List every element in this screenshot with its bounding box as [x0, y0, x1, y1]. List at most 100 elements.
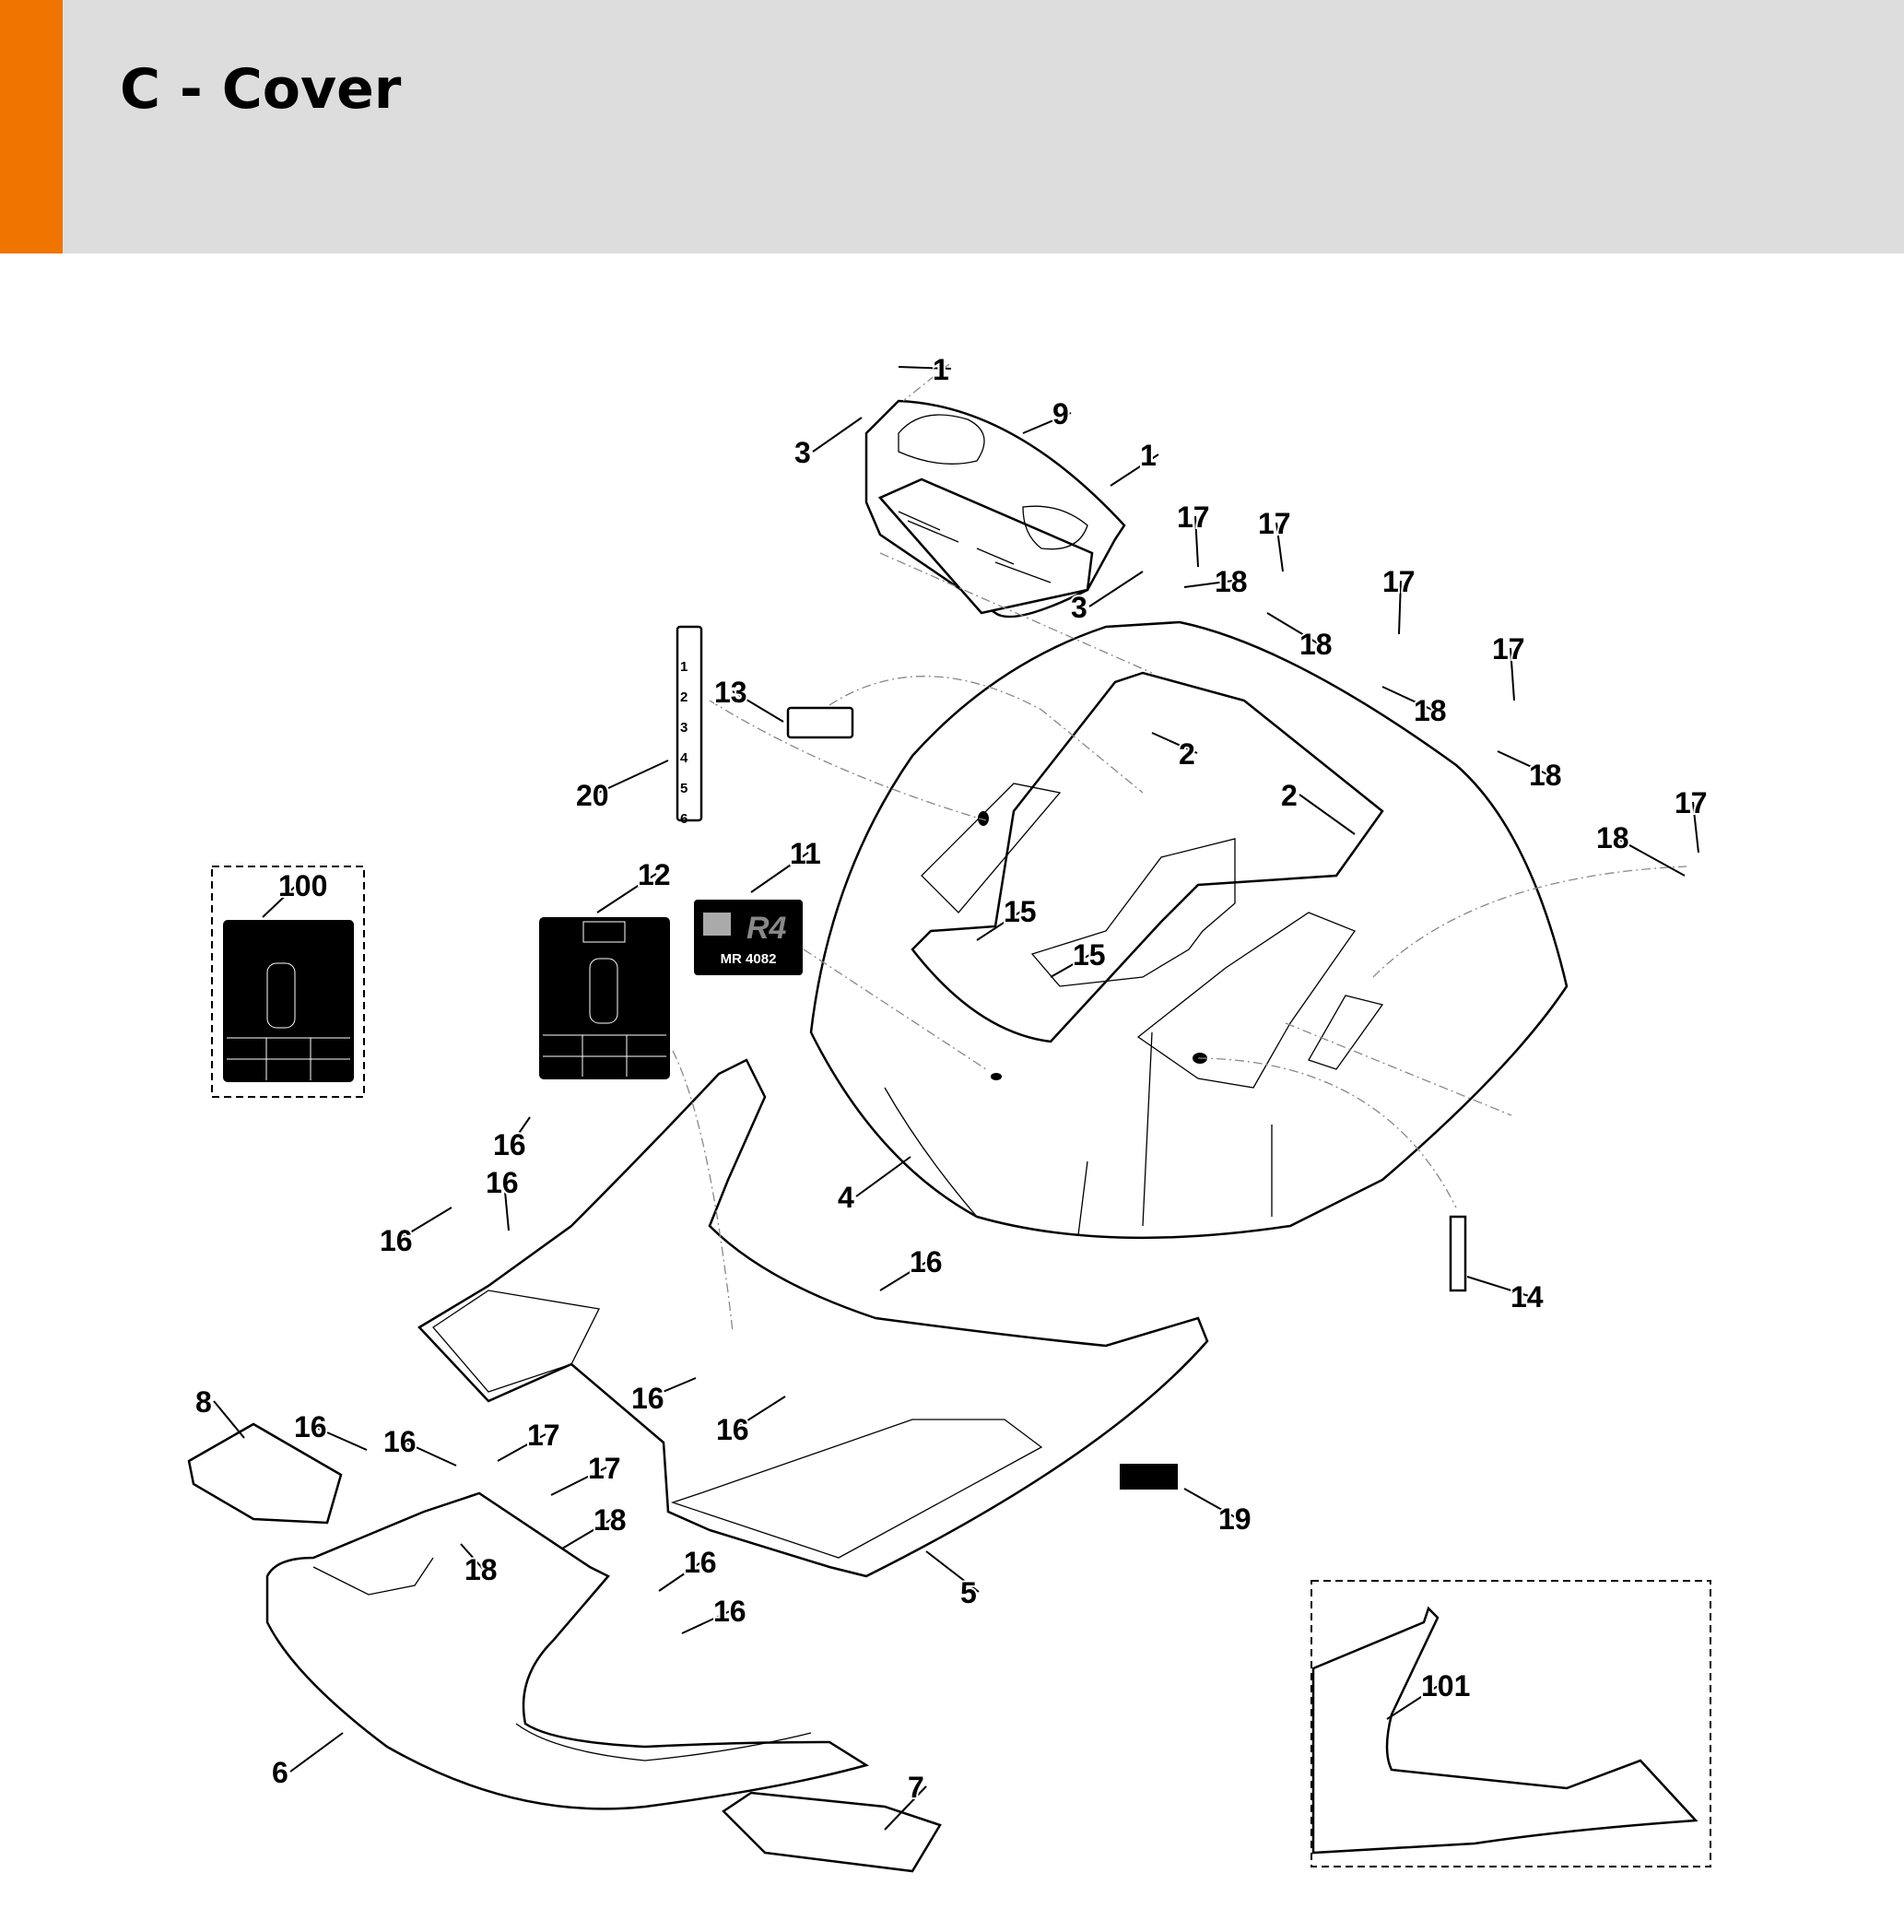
callout-label: 5 [960, 1576, 977, 1609]
part-hood [809, 620, 1569, 1240]
callout-label: 4 [838, 1181, 854, 1214]
page-title: C - Cover [120, 57, 402, 122]
callout-label: 16 [294, 1410, 327, 1443]
height-mark: 3 [680, 720, 688, 736]
callout-label: 100 [278, 869, 327, 902]
part-decal-14 [1449, 1215, 1467, 1292]
part-decal-13 [786, 706, 854, 739]
callout-label: 16 [486, 1166, 519, 1199]
header-band [0, 0, 1904, 253]
callout-leader [511, 1116, 531, 1145]
callout-label: 16 [631, 1382, 664, 1415]
callout-leader [649, 1377, 697, 1398]
callout-label: 15 [1004, 895, 1037, 928]
callout-leader [1466, 1276, 1530, 1297]
callout-leader [1275, 522, 1284, 572]
callout-label: 18 [594, 1503, 627, 1537]
callout-leader [976, 910, 1023, 941]
part-alt-cowl-101 [1310, 1580, 1711, 1867]
callout-label: 17 [527, 1419, 560, 1452]
callout-leader [1022, 412, 1072, 434]
part-floor-panel [417, 1058, 1209, 1578]
callout-label: 20 [576, 779, 609, 812]
callout-leader [812, 417, 863, 453]
callout-label: 3 [794, 436, 811, 469]
option-box-100 [211, 866, 365, 1098]
callout-leader [561, 1518, 613, 1549]
callout-leader [1183, 1488, 1238, 1519]
part-height-scale-decal: 1 2 3 4 5 6 [676, 625, 703, 827]
header-accent-bar [0, 0, 63, 253]
part-foot-mat-right [722, 1791, 942, 1873]
callout-leader [658, 1561, 703, 1592]
callout-label: 9 [1052, 397, 1069, 430]
callout-label: 17 [1492, 632, 1525, 666]
callout-leader [213, 1400, 245, 1439]
callout-label: 16 [493, 1128, 526, 1161]
callout-label: 1 [1140, 439, 1157, 472]
callout-label: 19 [1218, 1502, 1252, 1536]
callout-leader [1692, 801, 1699, 854]
part-control-decal-12 [539, 917, 670, 1079]
callout-label: 101 [1421, 1669, 1470, 1702]
callout-label: 17 [1258, 507, 1291, 540]
callout-leader [1398, 580, 1402, 635]
callout-leader [1266, 612, 1319, 644]
callout-leader [734, 1396, 786, 1430]
callout-leader [732, 690, 784, 723]
callout-leader [1510, 647, 1515, 701]
callout-leader [497, 1433, 547, 1462]
callout-label: 18 [1299, 628, 1333, 661]
part-foot-mat-left [187, 1422, 343, 1525]
height-mark: 4 [680, 750, 688, 766]
callout-label: 17 [588, 1452, 621, 1485]
callout-label: 18 [1596, 821, 1629, 854]
callout-leader [898, 366, 952, 370]
callout-label: 3 [1071, 591, 1087, 624]
callout-leader [401, 1440, 457, 1467]
part-seat-tray [864, 399, 1126, 618]
callout-leader [1088, 571, 1144, 607]
callout-label: 18 [1529, 759, 1562, 792]
callout-leader [550, 1467, 607, 1496]
callout-leader [1194, 515, 1199, 568]
height-mark: 1 [680, 659, 688, 675]
callout-leader [925, 1550, 980, 1593]
callout-label: 17 [1177, 501, 1210, 534]
callout-leader [1050, 953, 1092, 978]
callout-label: 16 [716, 1413, 749, 1446]
callout-leader [884, 1785, 927, 1831]
height-mark: 2 [680, 689, 688, 705]
callout-leader [879, 1260, 929, 1291]
callout-leader [289, 1732, 344, 1773]
part-front-cowl [265, 1491, 870, 1810]
callout-label: 18 [1215, 565, 1248, 598]
callout-label: 15 [1073, 938, 1106, 972]
part-decal-19 [1120, 1464, 1178, 1490]
callout-leader [681, 1609, 733, 1634]
callout-leader [1497, 750, 1548, 775]
callout-leader [503, 1181, 510, 1231]
callout-leader [855, 1156, 911, 1197]
callout-label: 8 [195, 1385, 212, 1419]
callout-leader [397, 1207, 452, 1241]
callout-label: 11 [790, 837, 821, 870]
callout-label: 2 [1281, 779, 1298, 812]
part-model-badge: R4 MR 4082 [694, 900, 803, 975]
height-mark: 6 [680, 811, 688, 827]
callout-label: 16 [383, 1425, 417, 1458]
callout-leader [311, 1425, 368, 1451]
callout-label: 13 [714, 676, 747, 709]
svg-text:R4: R4 [746, 911, 787, 946]
callout-label: 1 [933, 353, 949, 386]
callout-label: 16 [713, 1595, 746, 1628]
svg-text:MR 4082: MR 4082 [721, 951, 777, 967]
callout-leader [596, 873, 657, 913]
callout-leader [750, 852, 809, 893]
callout-leader [262, 884, 298, 918]
callout-leader [1151, 732, 1198, 754]
callout-label: 16 [380, 1224, 413, 1257]
option-box-101 [1310, 1580, 1711, 1867]
height-mark: 5 [680, 781, 688, 796]
